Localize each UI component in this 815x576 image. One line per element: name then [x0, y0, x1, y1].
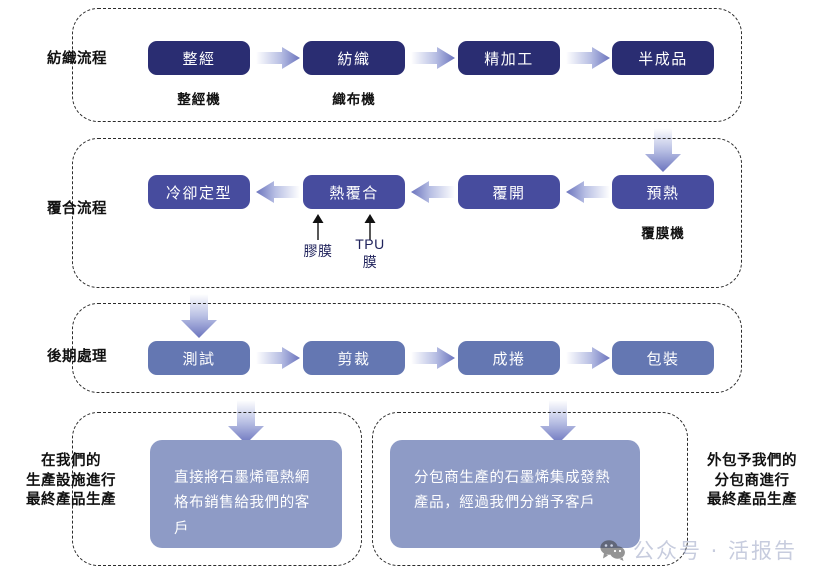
machine-caption-zhibuji: 織布機: [332, 92, 376, 107]
step-box-fukai[interactable]: 覆開: [458, 175, 560, 209]
stage-label-weaving: 紡織流程: [47, 51, 107, 67]
step-box-zhengjing[interactable]: 整經: [148, 41, 250, 75]
arrow-right-2: [411, 47, 455, 69]
step-box-baozhuang[interactable]: 包裝: [612, 341, 714, 375]
group-weaving: [72, 8, 742, 122]
outcome-box-outsourced[interactable]: 分包商生產的石墨烯集成發熱產品，經過我們分銷予客戶: [390, 440, 640, 548]
step-box-jingjiagong[interactable]: 精加工: [458, 41, 560, 75]
arrow-right-6: [566, 347, 610, 369]
step-box-banchengpin[interactable]: 半成品: [612, 41, 714, 75]
stage-label-outcome-outsourced: 外包予我們的 分包商進行 最終產品生產: [707, 453, 797, 509]
step-box-lengquedingxing[interactable]: 冷卻定型: [148, 175, 250, 209]
input-arrow-jiaomo: [312, 214, 324, 240]
arrow-down-weaving-to-lamination: [645, 128, 681, 172]
group-outcome-inhouse: [72, 412, 362, 566]
step-box-yure[interactable]: 預熱: [612, 175, 714, 209]
machine-caption-zhengjingji: 整經機: [177, 92, 221, 107]
stage-label-post-processing: 後期處理: [47, 349, 107, 365]
input-arrow-tpu-film: [364, 214, 376, 240]
input-label-jiaomo: 膠膜: [303, 243, 333, 259]
arrow-right-3: [566, 47, 610, 69]
group-outcome-outsourced: [372, 412, 688, 566]
step-box-fangzhi[interactable]: 紡織: [303, 41, 405, 75]
arrow-left-3: [566, 181, 610, 203]
arrow-down-lamination-to-post: [181, 294, 217, 338]
group-lamination: [72, 138, 742, 288]
machine-caption-fumoji: 覆膜機: [641, 226, 685, 241]
outcome-box-inhouse[interactable]: 直接將石墨烯電熱網格布銷售給我們的客戶: [150, 440, 342, 548]
group-post-processing: [72, 303, 742, 393]
stage-label-lamination: 覆合流程: [47, 201, 107, 217]
arrow-right-5: [411, 347, 455, 369]
step-box-refuhe[interactable]: 熱覆合: [303, 175, 405, 209]
arrow-right-4: [256, 347, 300, 369]
arrow-right-1: [256, 47, 300, 69]
step-box-chengjuan[interactable]: 成捲: [458, 341, 560, 375]
step-box-ceshi[interactable]: 測試: [148, 341, 250, 375]
arrow-left-1: [256, 181, 300, 203]
step-box-jiancai[interactable]: 剪裁: [303, 341, 405, 375]
input-label-tpu-film: TPU 膜: [355, 236, 385, 270]
stage-label-outcome-inhouse: 在我們的 生產設施進行 最終產品生產: [26, 453, 116, 509]
arrow-down-to-outsourced-outcome: [540, 400, 576, 444]
arrow-down-to-inhouse-outcome: [228, 400, 264, 444]
arrow-left-2: [411, 181, 455, 203]
